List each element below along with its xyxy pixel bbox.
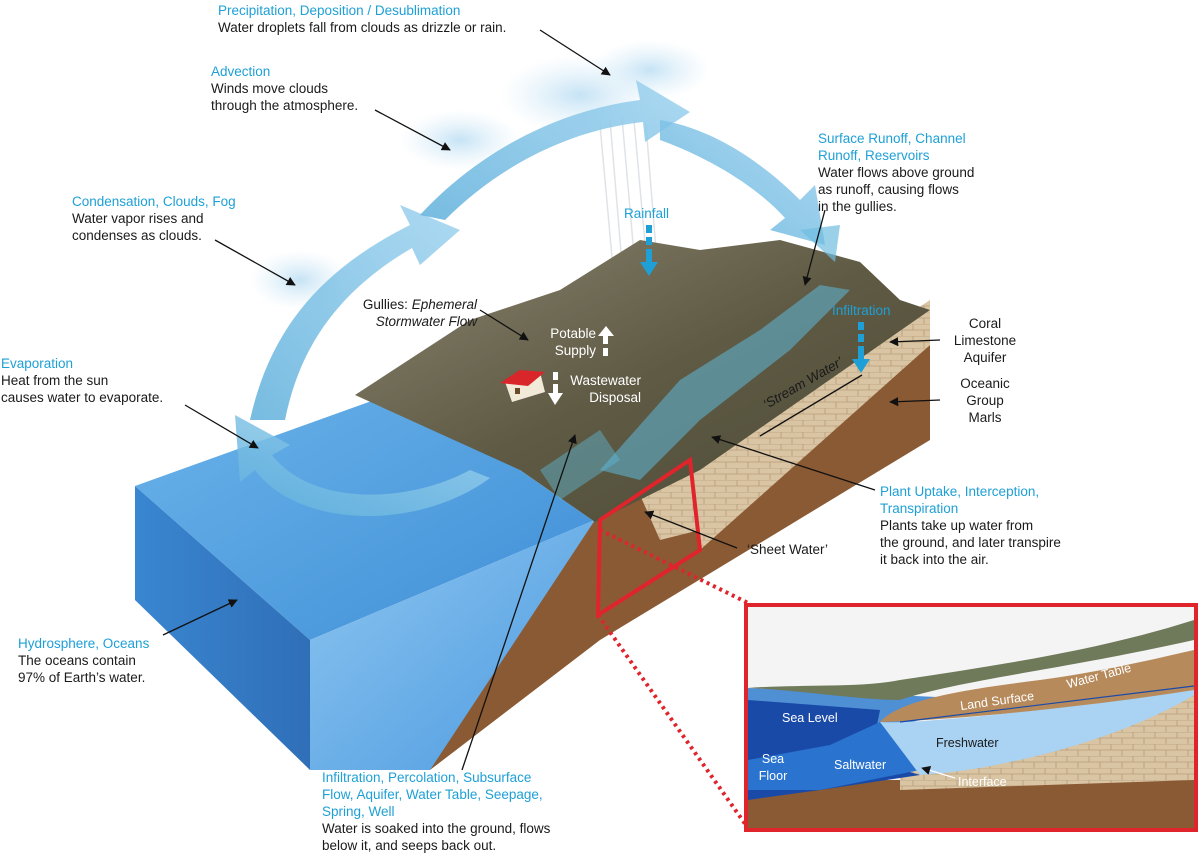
label-infiltration-bottom: Infiltration, Percolation, Subsurface Fl… — [322, 769, 550, 854]
gullies-label: Gullies: Ephemeral Stormwater Flow — [355, 296, 477, 330]
label-runoff-desc-2: as runoff, causing flows — [818, 182, 959, 197]
potable-label: Potable Supply — [548, 325, 596, 359]
sheet-water-label: ‘Sheet Water’ — [747, 542, 829, 557]
label-evaporation-title: Evaporation — [1, 356, 74, 371]
label-runoff-desc-1: Water flows above ground — [818, 165, 975, 180]
infiltration-label: Infiltration — [832, 303, 891, 318]
sea-floor-line-2: Floor — [758, 769, 788, 783]
potable-line-2: Supply — [554, 343, 596, 358]
coral-line-2: Limestone — [953, 333, 1017, 348]
wastewater-arrow-icon — [548, 372, 563, 405]
stream-water-underline — [759, 374, 863, 437]
label-plant-uptake-desc-1: Plants take up water from — [880, 518, 1034, 533]
zoom-box — [595, 456, 703, 619]
label-infiltration-title-3: Spring, Well — [322, 804, 395, 819]
inset-sea-floor-label: Sea Floor — [754, 751, 792, 785]
label-advection: Advection Winds move clouds through the … — [211, 63, 358, 114]
potable-arrow-icon — [598, 326, 614, 356]
sea-floor-line-1: Sea — [761, 752, 785, 766]
house-icon — [500, 370, 545, 402]
cycle-arrows — [235, 80, 840, 517]
stream-water — [600, 285, 850, 480]
gullies-italic-2: Stormwater Flow — [375, 314, 477, 329]
label-precipitation-desc: Water droplets fall from clouds as drizz… — [218, 20, 507, 35]
coral-limestone-label: Coral Limestone Aquifer — [945, 315, 1025, 366]
label-hydrosphere: Hydrosphere, Oceans The oceans contain 9… — [18, 635, 149, 686]
label-plant-uptake: Plant Uptake, Interception, Transpiratio… — [880, 483, 1061, 568]
wastewater-label: Wastewater Disposal — [561, 372, 641, 406]
coral-line-1: Coral — [968, 316, 1002, 331]
label-condensation-desc-2: condenses as clouds. — [72, 228, 202, 243]
leader-lines — [162, 29, 941, 771]
potable-line-1: Potable — [550, 326, 596, 341]
label-infiltration-title-2: Flow, Aquifer, Water Table, Seepage, — [322, 787, 543, 802]
clouds — [250, 40, 710, 310]
label-hydrosphere-desc-1: The oceans contain — [18, 653, 136, 668]
label-plant-uptake-title-1: Plant Uptake, Interception, — [880, 484, 1040, 499]
rainfall-arrow-icon — [640, 225, 658, 276]
coral-line-3: Aquifer — [963, 350, 1007, 365]
gullies-prefix: Gullies: — [362, 297, 412, 312]
label-infiltration-title-1: Infiltration, Percolation, Subsurface — [322, 770, 532, 785]
label-infiltration-desc-2: below it, and seeps back out. — [322, 838, 497, 853]
label-runoff-title-2: Runoff, Reservoirs — [818, 148, 930, 163]
oceanic-line-3: Marls — [968, 410, 1002, 425]
label-plant-uptake-title-2: Transpiration — [880, 501, 959, 516]
label-advection-title: Advection — [211, 64, 271, 79]
oceanic-line-1: Oceanic — [960, 376, 1010, 391]
label-evaporation: Evaporation Heat from the sun causes wat… — [1, 355, 163, 406]
inset-interface-label: Interface — [958, 775, 1007, 789]
label-condensation: Condensation, Clouds, Fog Water vapor ri… — [72, 193, 236, 244]
wastewater-line-2: Disposal — [589, 390, 641, 405]
label-hydrosphere-title: Hydrosphere, Oceans — [18, 636, 150, 651]
label-condensation-desc-1: Water vapor rises and — [72, 211, 204, 226]
oceanic-line-2: Group — [966, 393, 1004, 408]
inset-freshwater-label: Freshwater — [936, 736, 999, 750]
rainfall-label: Rainfall — [624, 206, 670, 221]
inset-panel — [744, 603, 1198, 832]
label-evaporation-desc-2: causes water to evaporate. — [1, 390, 164, 405]
wastewater-line-1: Wastewater — [570, 373, 641, 388]
label-advection-desc-2: through the atmosphere. — [211, 98, 359, 113]
label-runoff: Surface Runoff, Channel Runoff, Reservoi… — [818, 130, 974, 215]
label-advection-desc-1: Winds move clouds — [211, 81, 329, 96]
label-plant-uptake-desc-2: the ground, and later transpire — [880, 535, 1061, 550]
label-runoff-desc-3: in the gullies. — [818, 199, 897, 214]
gullies-italic-1: Ephemeral — [411, 297, 477, 312]
inset-sea-level-label: Sea Level — [782, 711, 838, 725]
label-hydrosphere-desc-2: 97% of Earth’s water. — [18, 670, 146, 685]
inset-saltwater-label: Saltwater — [834, 758, 887, 772]
label-evaporation-desc-1: Heat from the sun — [1, 373, 109, 388]
label-condensation-title: Condensation, Clouds, Fog — [72, 194, 236, 209]
oceanic-marls-label: Oceanic Group Marls — [945, 375, 1025, 426]
label-plant-uptake-desc-3: it back into the air. — [880, 552, 989, 567]
label-precipitation: Precipitation, Deposition / Desublimatio… — [218, 2, 506, 36]
label-infiltration-desc-1: Water is soaked into the ground, flows — [322, 821, 551, 836]
label-precipitation-title: Precipitation, Deposition / Desublimatio… — [218, 3, 461, 18]
label-runoff-title-1: Surface Runoff, Channel — [818, 131, 966, 146]
infiltration-arrow-icon — [852, 322, 870, 373]
